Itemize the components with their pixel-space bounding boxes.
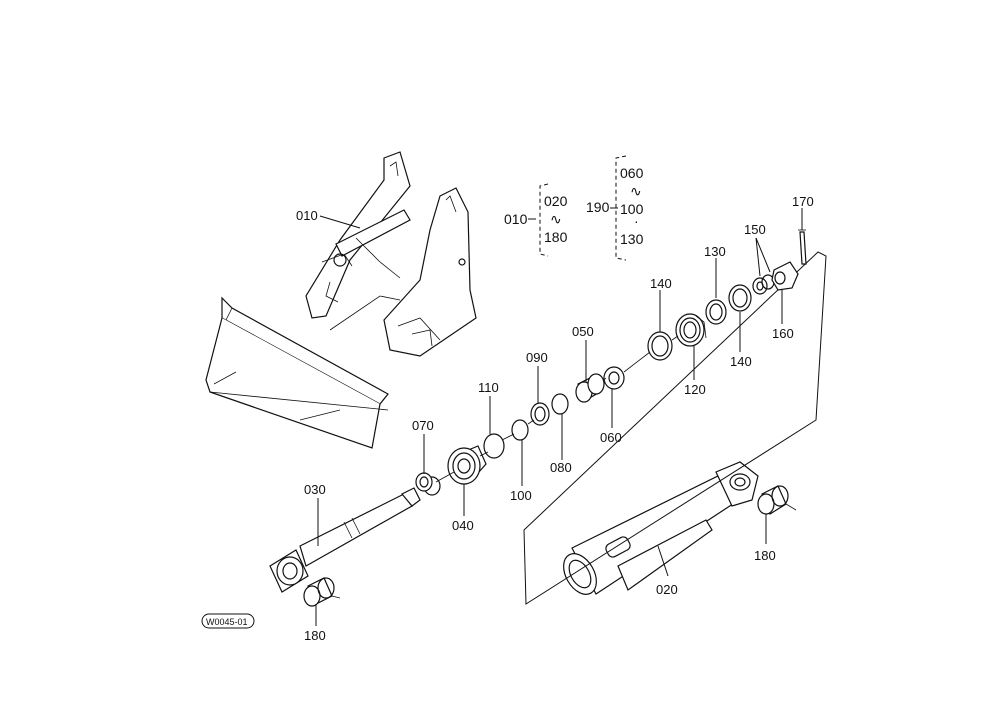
- axis-line: [479, 451, 489, 457]
- nut-160: [771, 261, 799, 291]
- piston-rod: [269, 487, 421, 593]
- axis-line: [331, 595, 341, 599]
- drawing-stamp: W0045-01: [201, 613, 255, 629]
- label-100: 100: [510, 488, 532, 503]
- nut-070: [415, 472, 441, 496]
- ring-090: [530, 402, 550, 426]
- pin-170: [798, 229, 807, 265]
- bushing-180-left: [303, 577, 335, 607]
- bracket-group-010: 010 020 ∿ 180: [504, 183, 568, 257]
- label-030: 030: [304, 482, 326, 497]
- bracket-190-middle: 100: [620, 201, 644, 217]
- label-160: 160: [772, 326, 794, 341]
- bushing-050: [575, 373, 605, 403]
- group-frame: [523, 251, 827, 605]
- bushing-180-right: [757, 485, 789, 515]
- axis-line: [527, 419, 535, 425]
- ring-110: [483, 433, 505, 459]
- axis-line: [603, 377, 607, 381]
- label-040: 040: [452, 518, 474, 533]
- label-150: 150: [744, 222, 766, 237]
- label-090: 090: [526, 350, 548, 365]
- label-130: 130: [704, 244, 726, 259]
- axis-line: [785, 503, 797, 511]
- ring-130: [705, 299, 727, 325]
- bracket-190-dot: ·: [634, 213, 639, 229]
- piston-040: [447, 445, 487, 485]
- bracket-010-top: 020: [544, 193, 568, 209]
- ring-140-right: [728, 284, 752, 312]
- bracket-010-tilde: ∿: [550, 211, 562, 227]
- bracket-group-190: 190 060 ∿ 100 · 130: [586, 155, 644, 261]
- axis-line: [435, 471, 455, 483]
- loader-assembly: [205, 151, 477, 449]
- leader-150: [755, 237, 771, 277]
- label-140a: 140: [650, 276, 672, 291]
- bracket-190-group: 190: [586, 199, 610, 215]
- label-180a: 180: [304, 628, 326, 643]
- bracket-190-tilde: ∿: [630, 183, 642, 199]
- leader-010: [319, 215, 361, 229]
- ring-140-left: [647, 331, 673, 361]
- ring-060: [603, 366, 625, 390]
- bracket-190-top: 060: [620, 165, 644, 181]
- o-ring-080: [551, 393, 569, 415]
- axis-line: [501, 433, 515, 441]
- axis-line: [623, 351, 651, 373]
- label-170: 170: [792, 194, 814, 209]
- label-140b: 140: [730, 354, 752, 369]
- washers-150: [752, 274, 775, 295]
- o-ring-100: [511, 419, 529, 441]
- label-060: 060: [600, 430, 622, 445]
- label-020: 020: [656, 582, 678, 597]
- leader-020: [657, 545, 669, 577]
- bracket-010-bottom: 180: [544, 229, 568, 245]
- label-110: 110: [478, 380, 499, 395]
- label-010: 010: [296, 208, 318, 223]
- cylinder-tube: [563, 461, 759, 595]
- label-070: 070: [412, 418, 434, 433]
- stamp-text: W0045-01: [206, 617, 248, 627]
- label-080: 080: [550, 460, 572, 475]
- bracket-190-bottom: 130: [620, 231, 644, 247]
- label-120: 120: [684, 382, 706, 397]
- bracket-010-group: 010: [504, 211, 528, 227]
- cylinder-head-120: [675, 313, 707, 347]
- label-050: 050: [572, 324, 594, 339]
- axis-line: [671, 335, 679, 341]
- label-180b: 180: [754, 548, 776, 563]
